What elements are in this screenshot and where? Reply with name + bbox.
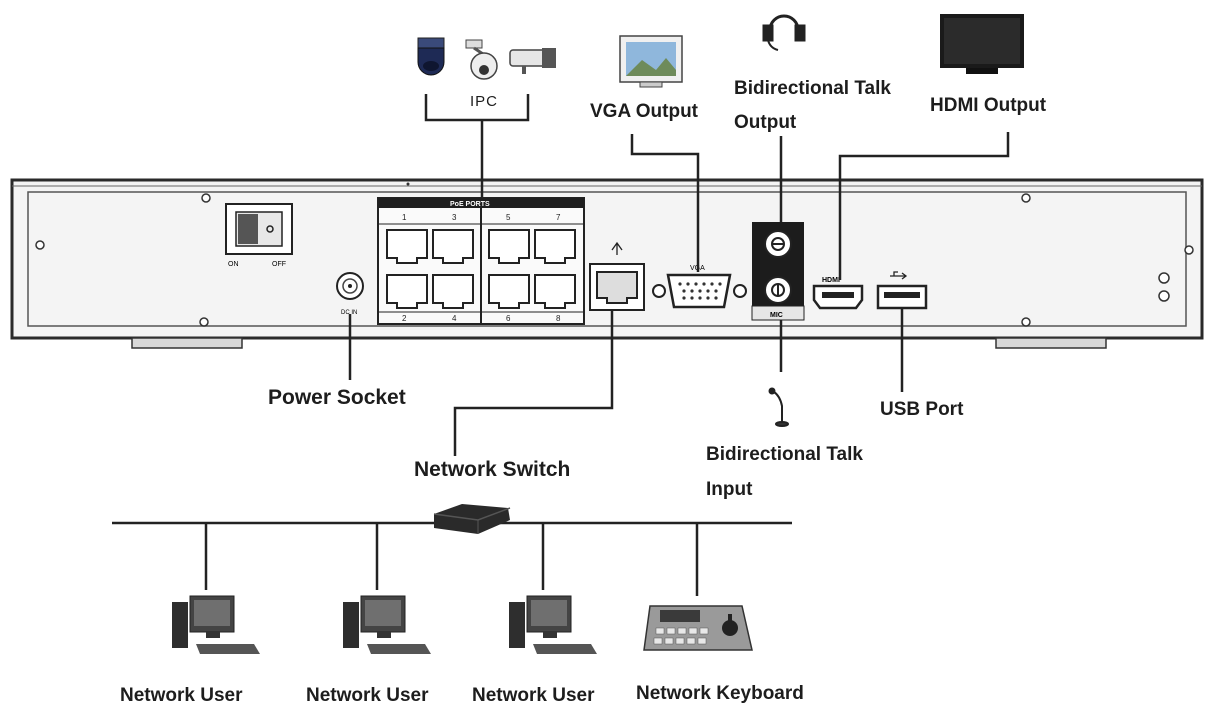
- poe-ports-header: PoE PORTS: [450, 201, 490, 208]
- rj45-port: [386, 274, 428, 309]
- computer-icon: [509, 595, 597, 654]
- poe-port-number: 2: [402, 314, 407, 323]
- hdmi-tv-icon: [940, 14, 1024, 74]
- poe-port-number: 1: [402, 213, 407, 222]
- vga-output-line: [630, 134, 700, 272]
- switch-on-label: ON: [228, 261, 239, 268]
- dome-camera-icon: [417, 37, 445, 76]
- rj45-port: [386, 229, 428, 264]
- poe-port-number: 8: [556, 314, 561, 323]
- rj45-port: [432, 229, 474, 264]
- nvr-rear-panel: [10, 178, 1204, 349]
- power-socket-dc-label: DC IN: [341, 310, 357, 316]
- rj45-port: [488, 274, 530, 309]
- keyboard-controller-icon: [643, 605, 753, 651]
- switch-off-label: OFF: [272, 261, 286, 268]
- hdmi-output-line: [838, 132, 1010, 280]
- vga-output-label: VGA Output: [590, 101, 698, 122]
- bullet-camera-icon: [509, 48, 556, 74]
- ptz-camera-icon: [465, 39, 498, 80]
- usb-port-label: USB Port: [880, 399, 964, 420]
- audio-ports-block: [751, 222, 805, 321]
- network-user-label: Network User: [472, 685, 595, 706]
- network-switch-icon: [433, 504, 511, 534]
- ipc-bracket-line: [424, 94, 530, 122]
- computer-icon: [343, 595, 431, 654]
- rj45-port: [432, 274, 474, 309]
- power-socket: [336, 272, 364, 300]
- poe-port-number: 5: [506, 213, 511, 222]
- network-keyboard-label: Network Keyboard: [636, 683, 804, 704]
- hdmi-port: [812, 284, 864, 310]
- rj45-port: [534, 229, 576, 264]
- poe-top-numbers: 1 3 5 7: [402, 213, 561, 222]
- power-switch: [225, 203, 293, 255]
- rj45-port: [488, 229, 530, 264]
- talk-input-label-line2: Input: [706, 479, 753, 500]
- poe-port-number: 6: [506, 314, 511, 323]
- poe-bottom-numbers: 2 4 6 8: [402, 314, 561, 323]
- network-port: [589, 241, 645, 311]
- vga-port: [652, 273, 747, 309]
- hdmi-port-label: HDMI: [822, 277, 840, 284]
- network-switch-line: [453, 310, 614, 456]
- talk-output-label-line1: Bidirectional Talk: [734, 78, 891, 99]
- computer-icon: [172, 595, 260, 654]
- talk-input-label-line1: Bidirectional Talk: [706, 444, 863, 465]
- connection-lines: [112, 94, 1010, 596]
- poe-port-number: 7: [556, 213, 561, 222]
- microphone-icon: [768, 387, 789, 427]
- network-user-label: Network User: [120, 685, 243, 706]
- poe-port-number: 3: [452, 213, 457, 222]
- network-user-label: Network User: [306, 685, 429, 706]
- mic-label: MIC: [770, 312, 783, 319]
- network-switch-label: Network Switch: [414, 458, 571, 481]
- rj45-port: [534, 274, 576, 309]
- ipc-label: IPC: [470, 93, 499, 110]
- vga-monitor-icon: [619, 35, 683, 88]
- headset-icon: [762, 14, 806, 51]
- poe-port-number: 4: [452, 314, 457, 323]
- poe-rj45-ports: [386, 229, 576, 309]
- power-socket-label: Power Socket: [268, 386, 406, 409]
- usb-port: [876, 271, 928, 310]
- talk-output-label-line2: Output: [734, 112, 797, 133]
- panel-screws: [35, 193, 1194, 327]
- hdmi-output-label: HDMI Output: [930, 95, 1047, 116]
